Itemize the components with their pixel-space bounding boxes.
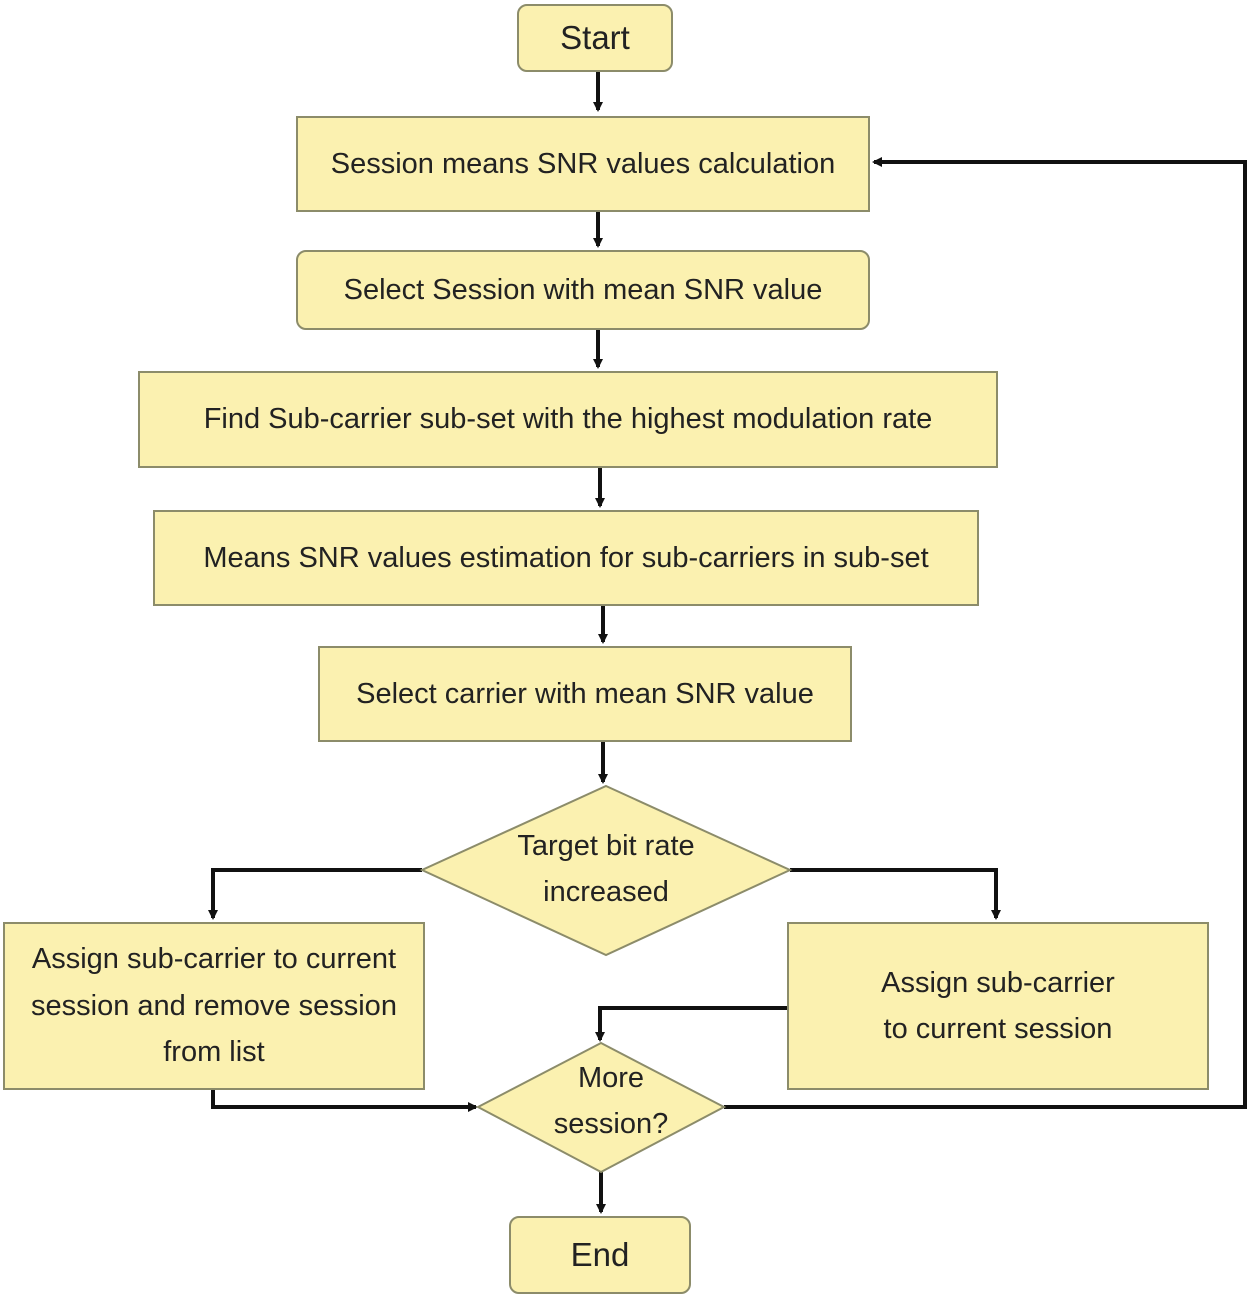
- right-action-node: Assign sub-carrier to current session: [787, 922, 1209, 1090]
- step-session-mean-snr: Session means SNR values calculation: [296, 116, 870, 212]
- decision1-label: Target bit rate increased: [517, 830, 695, 909]
- right-action-label: Assign sub-carrier to current session: [881, 966, 1115, 1045]
- arrow-decision1-to-right: [790, 868, 1001, 920]
- step2-label: Select Session with mean SNR value: [343, 273, 823, 306]
- decision2-label: More session?: [553, 1062, 669, 1141]
- start-label: Start: [560, 19, 630, 57]
- arrow-decision1-to-left: [208, 868, 422, 920]
- arrow-left-to-decision2: [211, 1090, 478, 1112]
- left-action-node: Assign sub-carrier to current session an…: [3, 922, 425, 1090]
- start-node: Start: [517, 4, 673, 72]
- decision2-diamond: [475, 1041, 727, 1174]
- step3-label: Find Sub-carrier sub-set with the highes…: [203, 403, 933, 436]
- step-select-session: Select Session with mean SNR value: [296, 250, 870, 330]
- end-label: End: [570, 1236, 630, 1274]
- step4-label: Means SNR values estimation for sub-carr…: [203, 541, 929, 574]
- step-select-carrier: Select carrier with mean SNR value: [318, 646, 852, 742]
- end-node: End: [509, 1216, 691, 1294]
- arrow-decision2-loop-back: [724, 157, 1247, 1109]
- step-snr-estimation: Means SNR values estimation for sub-carr…: [153, 510, 979, 606]
- left-action-label: Assign sub-carrier to current session an…: [31, 943, 397, 1069]
- decision1-diamond: [419, 784, 793, 957]
- step5-label: Select carrier with mean SNR value: [356, 677, 814, 710]
- step-find-subcarrier-subset: Find Sub-carrier sub-set with the highes…: [138, 371, 998, 468]
- step1-label: Session means SNR values calculation: [330, 147, 836, 180]
- arrow-right-to-decision2: [595, 1006, 787, 1042]
